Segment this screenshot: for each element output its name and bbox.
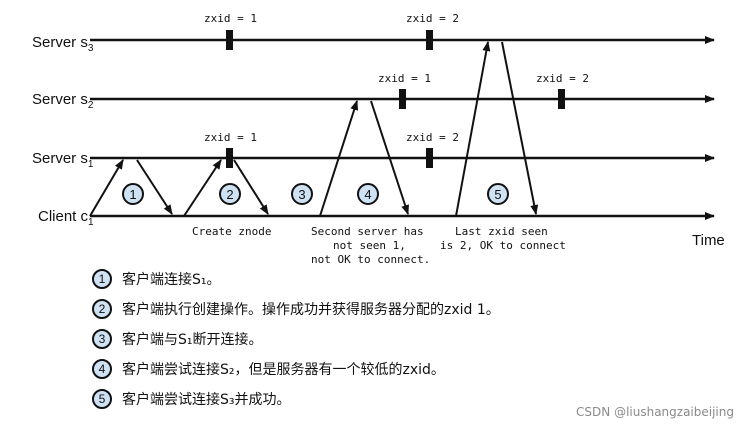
arrow-step5-connect-s3 xyxy=(455,41,491,217)
svg-text:3: 3 xyxy=(298,187,305,202)
zookeeper-session-diagram: Server s3 Server s2 Server s1 Client c1 … xyxy=(32,12,725,265)
zxid-label-s2-1: zxid = 1 xyxy=(378,72,431,85)
lane-label-client-c1: Client c1 xyxy=(38,208,94,228)
step-badge-2: 2 xyxy=(219,183,241,205)
zxid-marker-s2-1 xyxy=(399,89,406,109)
zxid-marker-s1-1 xyxy=(226,148,233,168)
step-badge-1: 1 xyxy=(122,183,144,205)
legend-badge-3: 3 xyxy=(92,329,112,349)
step-badge-4: 4 xyxy=(357,183,379,205)
lane-label-server-s1: Server s1 xyxy=(32,150,94,170)
legend-item-5: 5 客户端尝试连接S₃并成功。 xyxy=(92,388,500,410)
legend-text-4: 客户端尝试连接S₂，但是服务器有一个较低的zxid。 xyxy=(122,362,445,378)
arrow-step4-connect-s2 xyxy=(319,100,359,217)
legend-text-5: 客户端尝试连接S₃并成功。 xyxy=(122,392,291,408)
legend-item-4: 4 客户端尝试连接S₂，但是服务器有一个较低的zxid。 xyxy=(92,358,500,380)
lane-label-server-s3: Server s3 xyxy=(32,34,94,54)
annotation-create-znode: Create znode xyxy=(192,225,271,238)
legend-badge-5: 5 xyxy=(92,389,112,409)
legend-badge-1: 1 xyxy=(92,269,112,289)
step-badge-3: 3 xyxy=(291,183,313,205)
legend-badge-4: 4 xyxy=(92,359,112,379)
zxid-marker-s3-2 xyxy=(426,30,433,50)
svg-text:4: 4 xyxy=(364,187,371,202)
arrow-step4-reject-s2 xyxy=(370,100,410,215)
svg-text:2: 2 xyxy=(226,187,233,202)
legend-text-1: 客户端连接S₁。 xyxy=(122,272,221,288)
zxid-label-s3-1: zxid = 1 xyxy=(204,12,257,25)
legend-item-1: 1 客户端连接S₁。 xyxy=(92,268,500,290)
zxid-marker-s1-2 xyxy=(426,148,433,168)
legend-badge-2: 2 xyxy=(92,299,112,319)
annotation-second-line3: not OK to connect. xyxy=(311,253,430,265)
zxid-label-s3-2: zxid = 2 xyxy=(406,12,459,25)
arrow-step1-connect-s1 xyxy=(89,159,124,217)
annotation-second-line1: Second server has xyxy=(311,225,424,238)
legend-item-3: 3 客户端与S₁断开连接。 xyxy=(92,328,500,350)
zxid-marker-s3-1 xyxy=(226,30,233,50)
watermark: CSDN @liushangzaibeijing xyxy=(576,405,734,419)
svg-text:1: 1 xyxy=(129,187,136,202)
arrow-step2-reply xyxy=(233,159,269,215)
zxid-marker-s2-2 xyxy=(558,89,565,109)
zxid-label-s1-1: zxid = 1 xyxy=(204,131,257,144)
arrow-step5-accept-s3 xyxy=(501,41,539,215)
time-axis-label: Time xyxy=(692,232,725,249)
step-badge-5: 5 xyxy=(487,183,509,205)
svg-text:5: 5 xyxy=(494,187,501,202)
legend-text-3: 客户端与S₁断开连接。 xyxy=(122,332,263,348)
legend-item-2: 2 客户端执行创建操作。操作成功并获得服务器分配的zxid 1。 xyxy=(92,298,500,320)
zxid-label-s2-2: zxid = 2 xyxy=(536,72,589,85)
annotation-last-line2: is 2, OK to connect xyxy=(440,239,566,252)
lane-label-server-s2: Server s2 xyxy=(32,91,94,111)
arrow-step2-create xyxy=(183,159,222,217)
legend-list: 1 客户端连接S₁。 2 客户端执行创建操作。操作成功并获得服务器分配的zxid… xyxy=(92,268,500,418)
legend-text-2: 客户端执行创建操作。操作成功并获得服务器分配的zxid 1。 xyxy=(122,302,500,318)
zxid-label-s1-2: zxid = 2 xyxy=(406,131,459,144)
arrow-step1-reply-s1 xyxy=(136,159,173,215)
annotation-last-line1: Last zxid seen xyxy=(455,225,548,238)
annotation-second-line2: not seen 1, xyxy=(333,239,406,252)
